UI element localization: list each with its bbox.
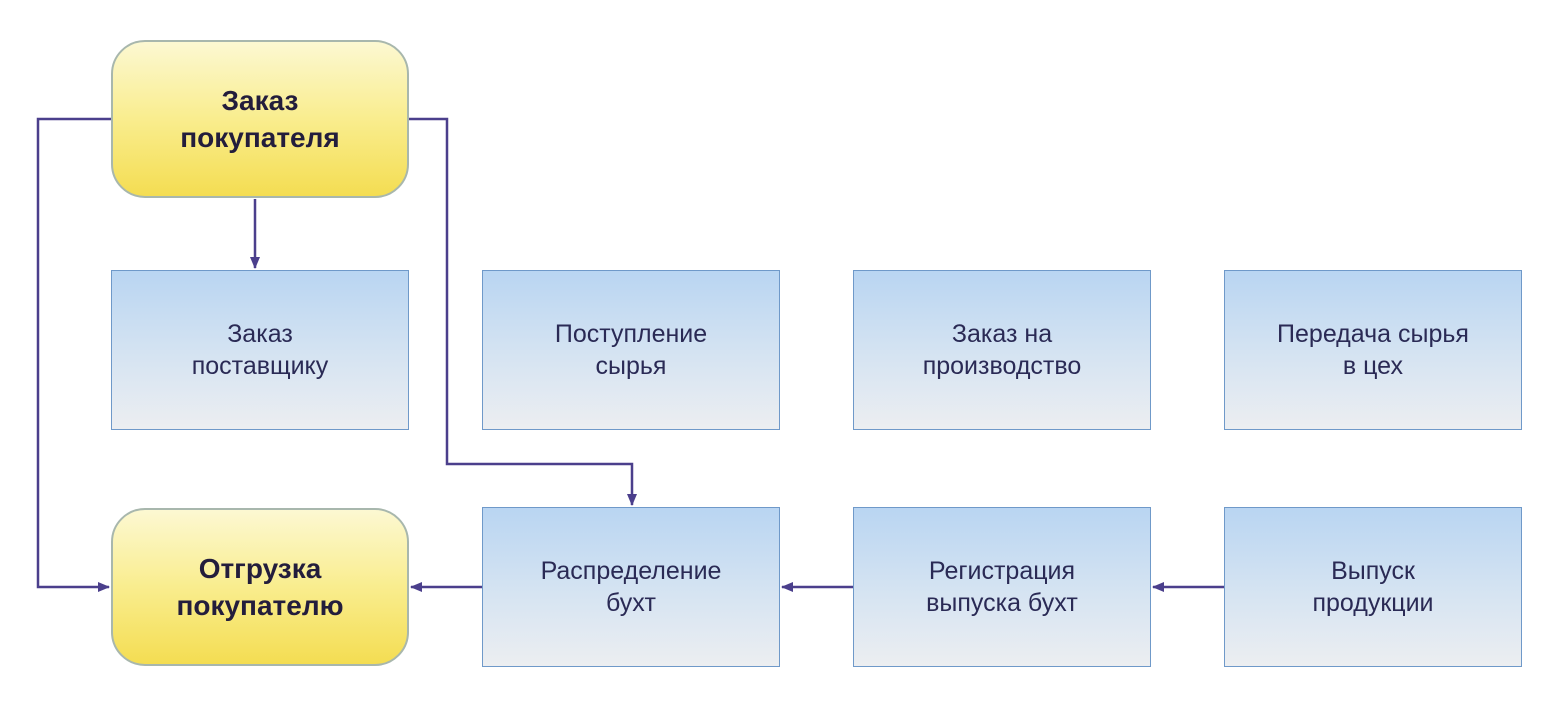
edge-customer-order-to-distribution [409,117,637,506]
coil-distribution-node[interactable]: Распределение бухт [482,507,780,667]
edge-customer-order-to-shipment [36,117,111,592]
supplier-order-node[interactable]: Заказ поставщику [111,270,409,430]
production-order-node[interactable]: Заказ на производство [853,270,1151,430]
customer-order-node[interactable]: Заказ покупателя [111,40,409,198]
coil-release-registration-node[interactable]: Регистрация выпуска бухт [853,507,1151,667]
product-release-node[interactable]: Выпуск продукции [1224,507,1522,667]
raw-material-transfer-node[interactable]: Передача сырья в цех [1224,270,1522,430]
raw-material-receipt-node[interactable]: Поступление сырья [482,270,780,430]
customer-shipment-node[interactable]: Отгрузка покупателю [111,508,409,666]
